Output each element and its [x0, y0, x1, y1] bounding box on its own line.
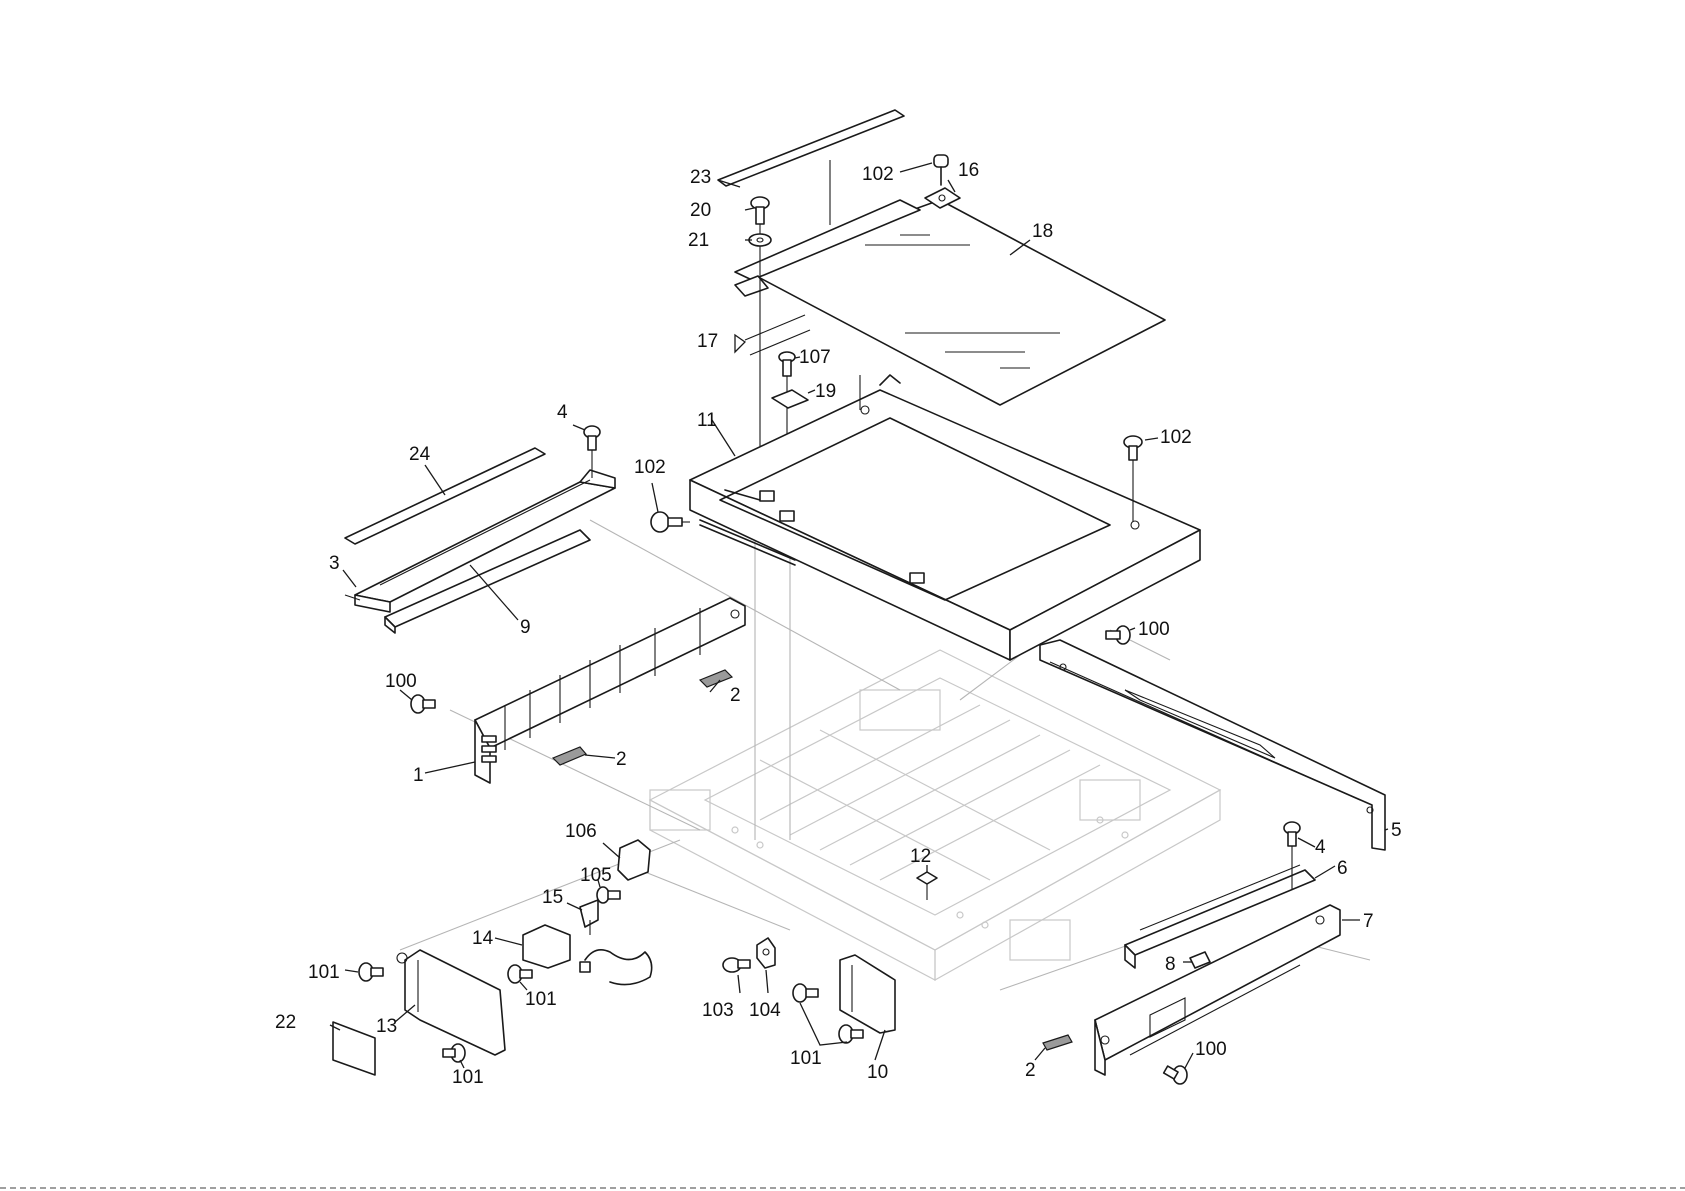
part-101-screw-pair-b	[839, 1025, 863, 1043]
label-101-left: 101	[308, 962, 340, 983]
label-2-upper: 2	[730, 685, 741, 706]
label-10: 10	[867, 1062, 888, 1083]
part-101-screw-pair-a	[793, 984, 818, 1002]
label-2-lower: 2	[616, 749, 627, 770]
label-3: 3	[329, 553, 340, 574]
part-100-screw-bottom	[1164, 1066, 1187, 1084]
label-103: 103	[702, 1000, 734, 1021]
label-107: 107	[799, 347, 831, 368]
part-102-screw-left	[651, 512, 690, 532]
part-15-actuator	[580, 900, 598, 935]
part-100-screw-left	[411, 695, 435, 713]
label-100-bottom: 100	[1195, 1039, 1227, 1060]
part-21-washer	[749, 234, 771, 246]
label-9: 9	[520, 617, 531, 638]
label-2-bottom: 2	[1025, 1060, 1036, 1081]
label-14: 14	[472, 928, 494, 949]
label-18: 18	[1032, 221, 1053, 242]
part-104-bearing	[757, 938, 775, 968]
label-22: 22	[275, 1012, 296, 1033]
part-4-screw-upper	[584, 426, 600, 478]
part-101-screw-mid	[508, 965, 532, 983]
label-17: 17	[697, 331, 718, 352]
part-19-plate	[772, 390, 808, 408]
part-10-sensor-board	[840, 955, 895, 1033]
label-23: 23	[690, 167, 711, 188]
label-104: 104	[749, 1000, 781, 1021]
part-101-screw-lower-left	[443, 1044, 465, 1062]
label-102-top: 102	[862, 164, 894, 185]
label-13: 13	[376, 1016, 397, 1037]
label-105: 105	[580, 865, 612, 886]
part-18-exposure-glass	[745, 200, 1165, 405]
part-105-screw	[597, 887, 620, 903]
part-101-screw-left	[359, 963, 383, 981]
part-14-sensor-bracket	[523, 925, 652, 985]
label-101-mid: 101	[525, 989, 557, 1010]
part-2-pad-bottom	[1043, 1035, 1072, 1050]
label-4-lower: 4	[1315, 837, 1326, 858]
part-102-screw-top	[934, 155, 948, 185]
label-20: 20	[690, 200, 711, 221]
label-6: 6	[1337, 858, 1348, 879]
part-100-screw-upper-right	[1106, 626, 1130, 644]
part-103-screw	[723, 958, 750, 972]
label-7: 7	[1363, 911, 1374, 932]
label-100-upper-right: 100	[1138, 619, 1170, 640]
label-102-left: 102	[634, 457, 666, 478]
label-21: 21	[688, 230, 709, 251]
label-15: 15	[542, 887, 563, 908]
label-16: 16	[958, 160, 979, 181]
label-1: 1	[413, 765, 424, 786]
label-8: 8	[1165, 954, 1176, 975]
label-12: 12	[910, 846, 931, 867]
label-102-right: 102	[1160, 427, 1192, 448]
label-5: 5	[1391, 820, 1402, 841]
part-2-pad-lower	[553, 747, 586, 765]
part-1-left-side-rail	[475, 598, 745, 783]
label-101-lower-left: 101	[452, 1067, 484, 1088]
label-100-left: 100	[385, 671, 417, 692]
label-106: 106	[565, 821, 597, 842]
part-106-sensor	[618, 840, 650, 880]
part-13-bracket	[397, 950, 505, 1055]
label-11: 11	[697, 410, 717, 431]
label-24: 24	[409, 444, 431, 465]
label-19: 19	[815, 381, 836, 402]
label-4-upper: 4	[557, 402, 568, 423]
label-101-pair: 101	[790, 1048, 822, 1069]
